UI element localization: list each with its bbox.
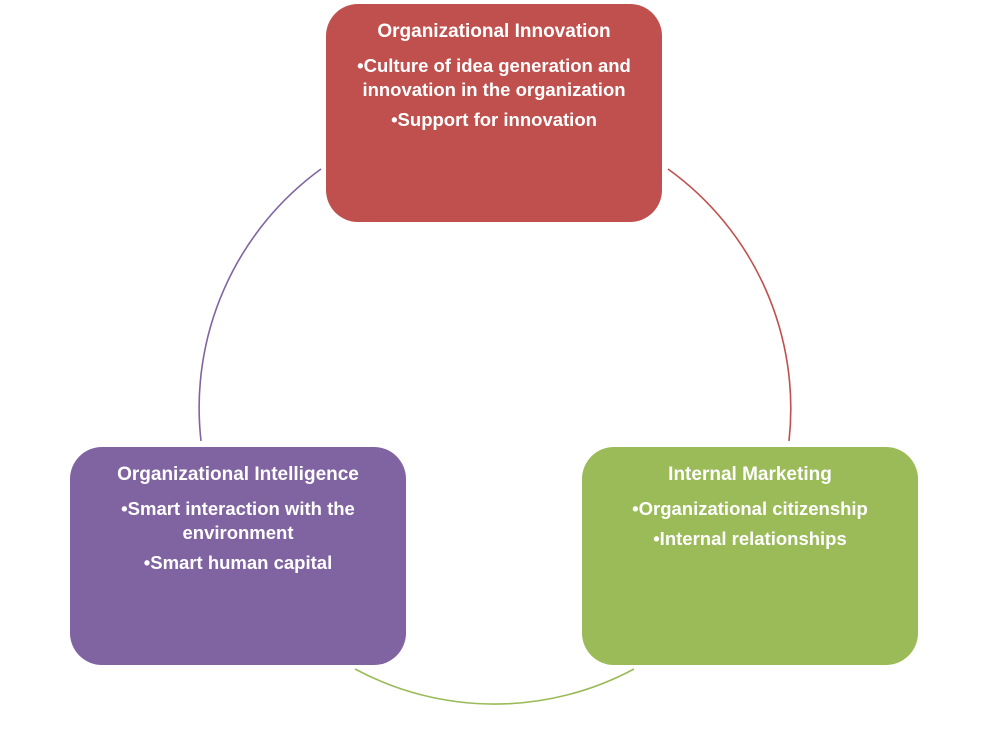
node-bullet-list: •Organizational citizenship •Internal re…	[582, 497, 918, 551]
node-title: Organizational Innovation	[377, 21, 611, 42]
node-title: Organizational Intelligence	[117, 464, 359, 485]
arc-intelligence-to-innovation	[198, 168, 322, 442]
node-bullet: •Organizational citizenship	[632, 498, 868, 519]
node-internal-marketing: Internal Marketing •Organizational citiz…	[582, 447, 918, 665]
node-bullet: •Culture of idea generation and innovati…	[357, 55, 631, 100]
node-organizational-innovation: Organizational Innovation •Culture of id…	[326, 4, 662, 222]
node-bullet-list: •Culture of idea generation and innovati…	[326, 54, 662, 132]
node-bullet-list: •Smart interaction with the environment …	[70, 497, 406, 575]
node-organizational-intelligence: Organizational Intelligence •Smart inter…	[70, 447, 406, 665]
arc-innovation-to-marketing	[667, 168, 792, 442]
node-bullet: •Smart human capital	[143, 552, 333, 573]
node-bullet: •Internal relationships	[653, 528, 847, 549]
node-bullet: •Smart interaction with the environment	[121, 498, 355, 543]
arc-marketing-to-intelligence	[354, 668, 635, 705]
node-title: Internal Marketing	[668, 464, 832, 485]
node-bullet: •Support for innovation	[391, 109, 597, 130]
